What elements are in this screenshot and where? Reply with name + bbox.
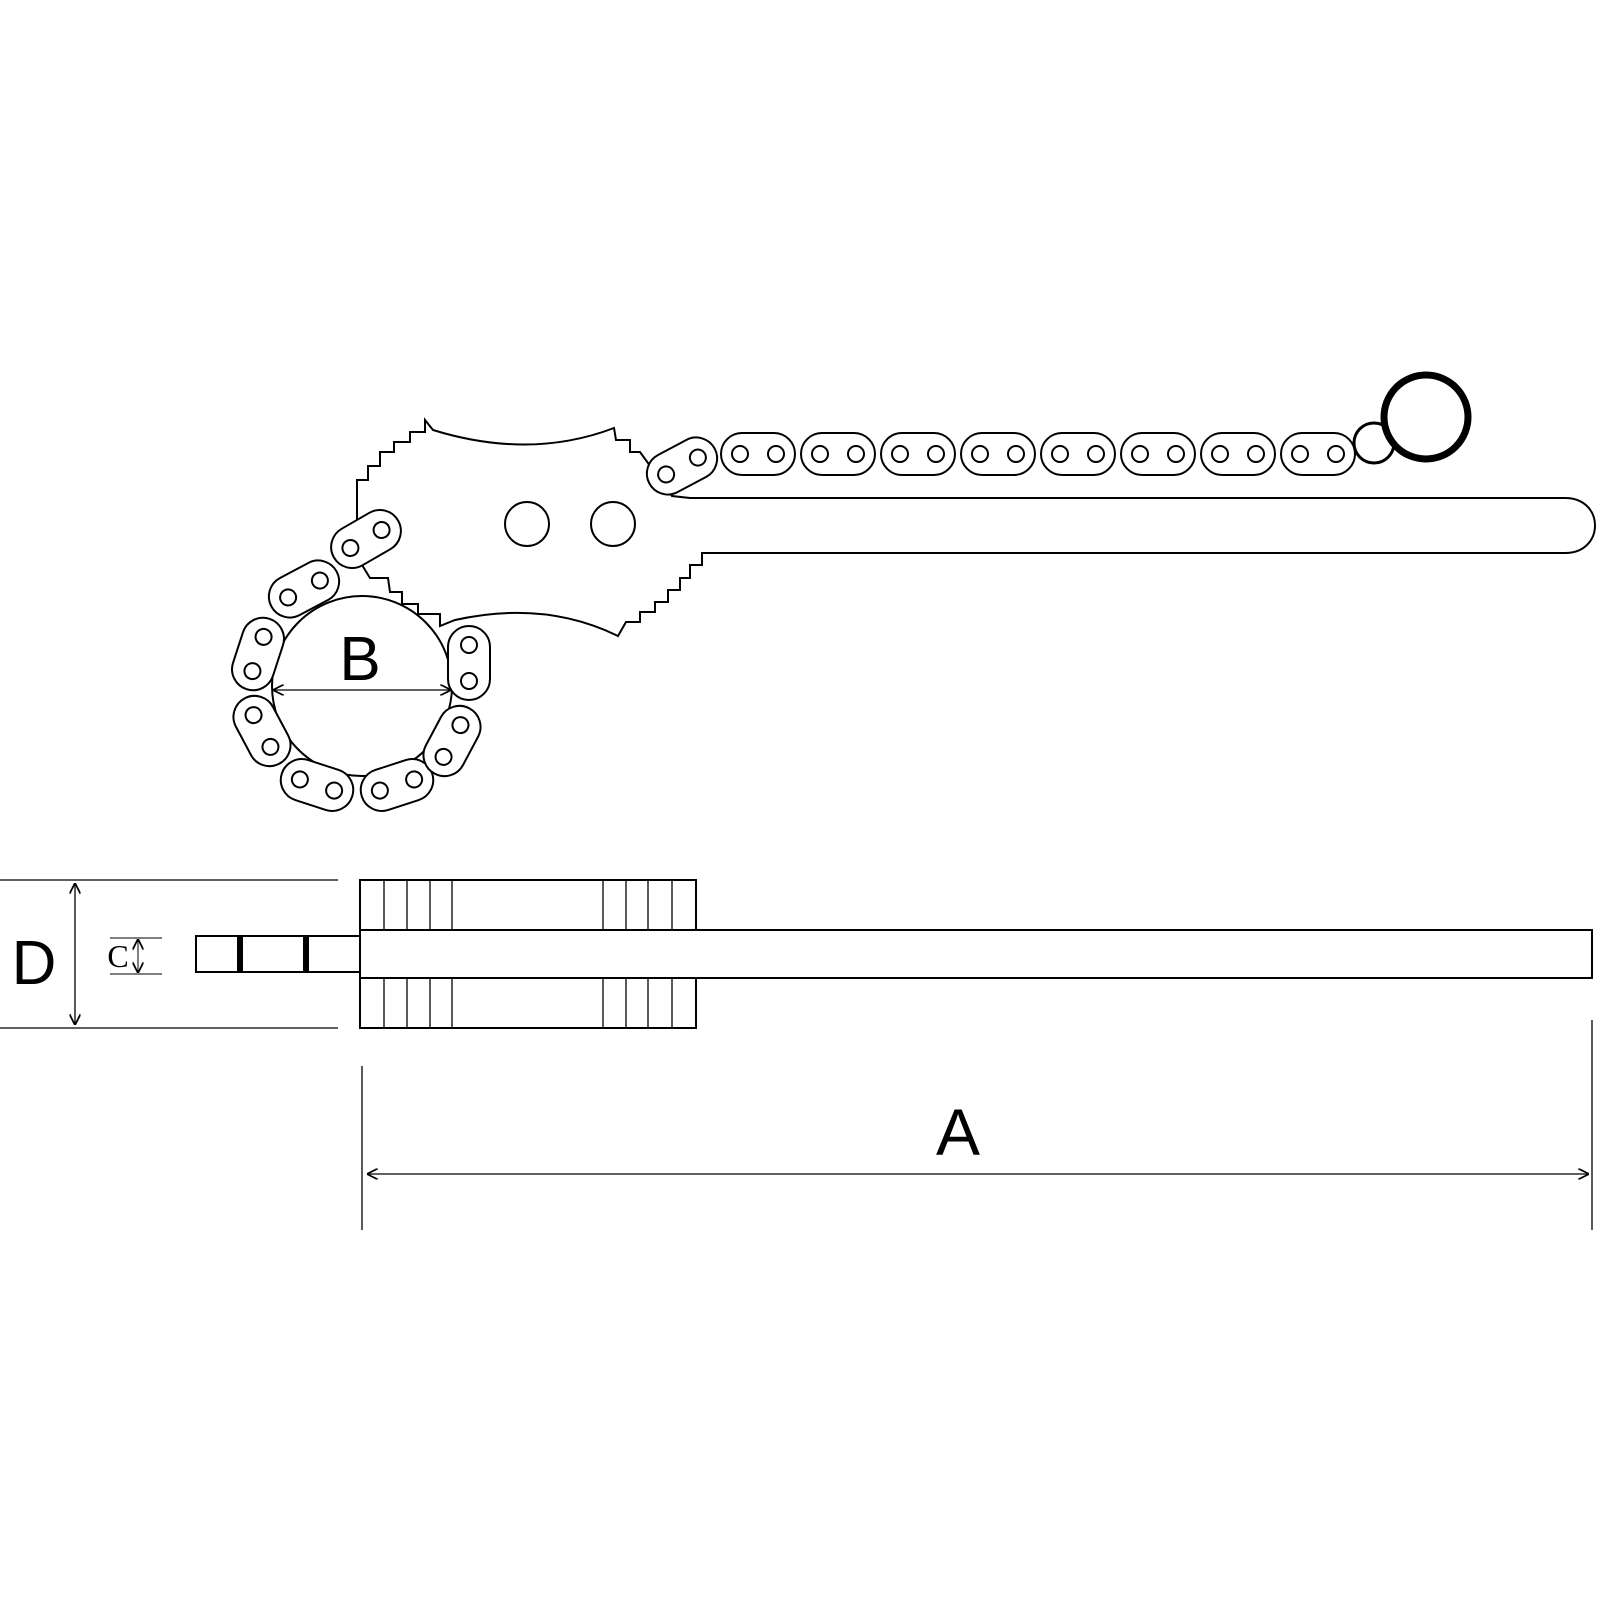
chain-link bbox=[1120, 432, 1196, 476]
label-c: C bbox=[107, 938, 128, 974]
wrench-body-outline bbox=[356, 417, 1596, 638]
chain-link bbox=[422, 704, 482, 778]
dimension-a bbox=[361, 1020, 1593, 1230]
end-ring-large bbox=[1380, 371, 1472, 463]
chain-link bbox=[960, 432, 1036, 476]
chain-link bbox=[1200, 432, 1276, 476]
chain-link bbox=[1280, 432, 1356, 476]
chain-link bbox=[720, 432, 796, 476]
chain-link bbox=[880, 432, 956, 476]
dimension-c bbox=[110, 937, 162, 975]
chain-link bbox=[267, 559, 341, 619]
chain-link bbox=[231, 616, 285, 692]
rivet-hole bbox=[504, 501, 550, 547]
chain-link bbox=[1040, 432, 1116, 476]
chain-link bbox=[330, 509, 402, 569]
handle-bar bbox=[359, 929, 1593, 979]
chain-upper-run bbox=[645, 432, 1356, 496]
chain-link bbox=[800, 432, 876, 476]
head-grip-lines bbox=[383, 880, 673, 1028]
chain-link bbox=[645, 436, 719, 496]
chain-link bbox=[447, 625, 491, 701]
rivet-hole bbox=[590, 501, 636, 547]
chain-link bbox=[232, 694, 292, 768]
chain-wrap bbox=[231, 509, 491, 812]
wrench-side-view bbox=[0, 879, 1593, 1230]
dimension-d bbox=[0, 879, 338, 1029]
label-b: B bbox=[339, 625, 380, 694]
wrench-top-view bbox=[231, 371, 1596, 812]
chain-link bbox=[359, 758, 435, 812]
chain-edge bbox=[195, 935, 361, 973]
label-d: D bbox=[12, 929, 57, 998]
chain-link bbox=[279, 758, 355, 812]
label-a: A bbox=[936, 1095, 980, 1169]
